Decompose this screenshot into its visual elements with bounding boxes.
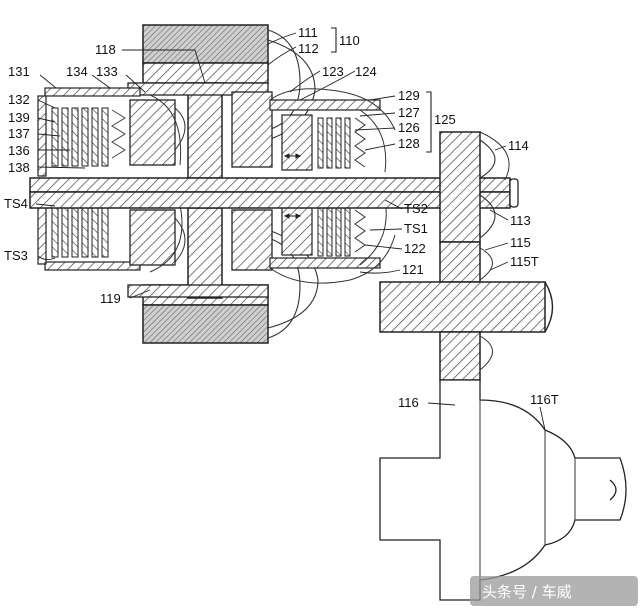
label-TS4: TS4 — [4, 196, 28, 211]
piston-arrows — [283, 153, 302, 219]
label-131: 131 — [8, 64, 30, 79]
label-116: 116 — [398, 395, 419, 410]
label-112: 112 — [298, 41, 319, 56]
bracket-110 — [331, 27, 337, 53]
watermark: 头条号 / 车威 — [470, 576, 638, 606]
label-122: 122 — [404, 241, 426, 256]
left-clutch-plates-bottom — [51, 204, 109, 258]
label-118: 118 — [95, 42, 116, 57]
label-121: 121 — [402, 262, 424, 277]
right-clutch-housing — [231, 91, 381, 271]
left-clutch-housing — [37, 87, 141, 271]
rotor-hub — [127, 82, 269, 299]
label-136: 136 — [8, 143, 30, 158]
stator-top — [142, 24, 269, 84]
left-spring-arcs — [149, 94, 186, 273]
label-134: 134 — [66, 64, 88, 79]
label-138: 138 — [8, 160, 30, 175]
leader-lines — [35, 32, 546, 431]
label-115: 115 — [510, 235, 531, 250]
label-124: 124 — [355, 64, 377, 79]
bracket-125 — [426, 91, 432, 153]
label-137: 137 — [8, 126, 30, 141]
label-TS3: TS3 — [4, 248, 28, 263]
label-TS2: TS2 — [404, 201, 428, 216]
label-126: 126 — [398, 120, 420, 135]
label-125: 125 — [434, 112, 456, 127]
label-132: 132 — [8, 92, 30, 107]
label-TS1: TS1 — [404, 221, 428, 236]
right-clutch-plates-top — [317, 117, 351, 169]
intermediate-gear-115 — [379, 241, 554, 381]
label-110: 110 — [339, 33, 360, 48]
label-133: 133 — [96, 64, 118, 79]
label-113: 113 — [510, 213, 531, 228]
label-129: 129 — [398, 88, 420, 103]
label-119: 119 — [100, 291, 121, 306]
label-127: 127 — [398, 105, 420, 120]
left-clutch-plates-top — [51, 107, 109, 167]
right-clutch-plates-bottom — [317, 207, 351, 257]
main-shaft — [29, 177, 519, 209]
watermark-text: 头条号 / 车威 — [482, 583, 572, 601]
label-114: 114 — [508, 138, 529, 153]
label-111: 111 — [298, 25, 318, 40]
label-116T: 116T — [530, 392, 559, 407]
label-115T: 115T — [510, 254, 539, 269]
label-139: 139 — [8, 110, 30, 125]
label-128: 128 — [398, 136, 420, 151]
label-123: 123 — [322, 64, 344, 79]
left-piston — [111, 99, 176, 266]
differential-116 — [379, 379, 627, 601]
